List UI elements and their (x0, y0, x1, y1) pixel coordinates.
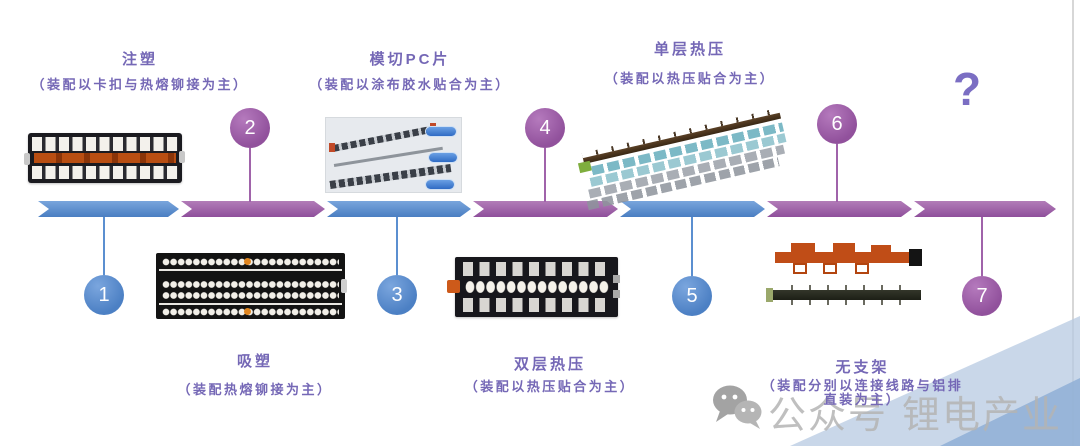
double-layer-hot-press-photo (447, 257, 620, 317)
timeline-segment-5 (620, 201, 765, 217)
center-hole-row (465, 281, 609, 293)
stage-6-number: 6 (831, 112, 843, 135)
blue-callout-2 (429, 153, 457, 162)
stage-3-subtitle: （装配以涂布胶水贴合为主） (309, 77, 511, 92)
single-layer-hot-press-photo (576, 103, 794, 211)
watermark-text-left: 公众号 (768, 395, 889, 437)
timeline-start-chevron-2 (27, 201, 41, 217)
connector-stage-1 (103, 217, 105, 275)
tray-left-tab (24, 153, 30, 165)
dot-row-2 (162, 280, 339, 289)
stage-4-title: 双层热压 (513, 356, 586, 373)
green-end-cap (577, 160, 592, 174)
orange-marker-top (244, 258, 251, 265)
fpc-bump-2 (833, 243, 855, 253)
fpc-bump-1 (791, 243, 815, 253)
orange-marker-bottom (244, 308, 251, 315)
stage-2-badge: 2 (230, 108, 270, 148)
timeline-start-chevron-1 (13, 201, 27, 217)
stage-5-title: 单层热压 (653, 41, 726, 58)
timeline-segment-7 (914, 201, 1056, 217)
stage-2-subtitle: （装配热熔铆接为主） (177, 382, 333, 397)
stage-7-badge: 7 (962, 276, 1002, 316)
fpc-tab-1 (793, 263, 807, 274)
stage-3-number: 3 (391, 283, 403, 306)
right-tab-2 (613, 290, 620, 298)
timeline-segment-1 (38, 201, 179, 217)
injection-molded-ccs-photo (24, 131, 185, 185)
bar-pins-bottom (775, 300, 915, 305)
stage-5-subtitle: （装配以热压贴合为主） (604, 71, 776, 86)
fpc-tab-3 (855, 263, 869, 274)
stage-1-number: 1 (98, 283, 110, 306)
stage-6-subtitle: （装配分别以连接线路与铝排直装为主） (761, 378, 964, 407)
connector-stage-3 (396, 217, 398, 275)
stage-4-badge: 4 (525, 108, 565, 148)
wechat-bubbles-icon (713, 385, 762, 429)
stage-3-label: 模切PC片 （装配以涂布胶水贴合为主） (282, 50, 538, 92)
tray-right-tab (179, 151, 185, 163)
timeline-segment-6 (767, 201, 912, 217)
connector-stage-4 (544, 148, 546, 202)
stage-3-badge: 3 (377, 275, 417, 315)
orange-connector (447, 280, 460, 293)
stage-3-title: 模切PC片 (369, 51, 451, 68)
stage-2-number: 2 (244, 116, 256, 139)
busbar-strip-1 (332, 125, 434, 152)
stage-1-badge: 1 (84, 275, 124, 315)
stage-7-number: 7 (976, 284, 988, 307)
busbar-strip-2 (333, 146, 443, 167)
tray-side-tab (341, 279, 347, 293)
connector-stage-7 (981, 217, 983, 276)
stage-7-question-mark: ? (952, 63, 982, 115)
fpc-black-connector (909, 249, 922, 266)
tray-bottom-cells (32, 166, 178, 179)
separator-line-1 (159, 269, 342, 271)
stage-1-title: 注塑 (121, 51, 158, 68)
separator-line-2 (159, 303, 342, 305)
timeline-segment-2 (181, 201, 325, 217)
connector-stage-2 (249, 148, 251, 202)
bar-green-cap (766, 288, 773, 302)
stage-5-label: 单层热压 （装配以热压贴合为主） (560, 40, 820, 86)
slide-edge-line (1072, 0, 1074, 446)
stage-1-subtitle: （装配以卡扣与热熔铆接为主） (31, 77, 249, 92)
blue-callout-1 (426, 127, 456, 136)
fpc-tab-2 (823, 263, 837, 274)
stage-4-number: 4 (539, 116, 551, 139)
bottom-terminal-row (463, 298, 611, 312)
stage-6-badge: 6 (817, 104, 857, 144)
connector-stage-5 (691, 217, 693, 276)
fpc-base (775, 252, 911, 263)
stage-1-label: 注塑 （装配以卡扣与热熔铆接为主） (0, 50, 280, 92)
top-terminal-row (463, 262, 611, 276)
stage-4-label: 双层热压 （装配以热压贴合为主） (420, 355, 680, 394)
corner-triangle-dark (940, 378, 1080, 446)
corner-triangle-decoration (790, 316, 1080, 446)
blue-callout-3 (426, 180, 454, 189)
fpc-bump-3 (871, 245, 891, 253)
stage-2-label: 吸塑 （装配热熔铆接为主） (125, 352, 385, 397)
die-cut-pc-film-photo (325, 117, 462, 193)
right-tab-1 (613, 275, 620, 283)
stage-6-title: 无支架 (835, 359, 890, 376)
stage-6-label: 无支架 （装配分别以连接线路与铝排直装为主） (735, 358, 990, 407)
vacuum-formed-ccs-photo (156, 253, 347, 319)
tray-top-cells (32, 137, 178, 151)
stage-2-title: 吸塑 (236, 353, 273, 370)
frameless-ccs-photo (763, 236, 933, 313)
stage-5-badge: 5 (672, 276, 712, 316)
timeline-segment-4 (473, 201, 618, 217)
watermark-text-right: 锂电产业通 (902, 395, 1063, 437)
connector-stage-6 (836, 144, 838, 202)
red-end-cap-left (329, 143, 335, 152)
stage-4-subtitle: （装配以热压贴合为主） (464, 379, 636, 394)
fpc-strip (34, 153, 176, 163)
timeline-segment-3 (327, 201, 471, 217)
bar-pins-top (775, 285, 915, 290)
stage-5-number: 5 (686, 284, 698, 307)
aluminum-row-bar (771, 290, 921, 300)
dot-row-3 (162, 291, 339, 300)
